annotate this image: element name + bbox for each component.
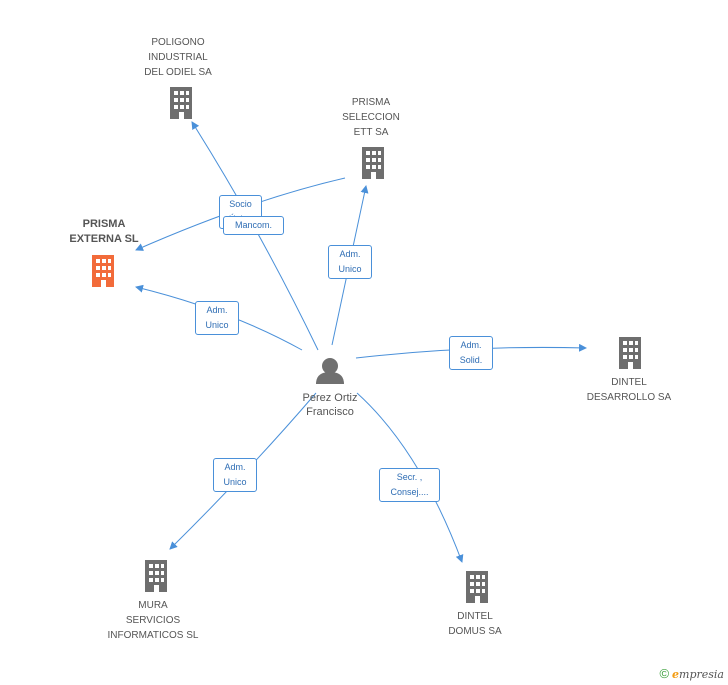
node-label-dintel-desarrollo[interactable]: DINTEL DESARROLLO SA xyxy=(586,377,672,403)
building-icon-mura[interactable] xyxy=(145,560,167,592)
edge-label-secr-consej: Secr. , Consej.... xyxy=(379,468,440,502)
edge-label-adm-solid: Adm. Solid. xyxy=(449,336,493,370)
edge-label-adm-unico-seleccion: Adm. Unico xyxy=(328,245,372,279)
building-icon-prisma-externa[interactable] xyxy=(92,255,114,287)
footer-brand[interactable]: ©empresia xyxy=(659,666,724,681)
node-label-prisma-seleccion[interactable]: PRISMA SELECCION ETT SA xyxy=(342,97,400,138)
node-label-person[interactable]: Perez Ortiz Francisco xyxy=(302,392,358,418)
building-icon-poligono[interactable] xyxy=(170,87,192,119)
edge-label-mancom: Mancom. xyxy=(223,216,284,235)
node-label-dintel-domus[interactable]: DINTEL DOMUS SA xyxy=(448,611,502,637)
building-icon-dintel-domus[interactable] xyxy=(466,571,488,603)
edge-to-dintel-domus xyxy=(356,392,464,563)
person-icon[interactable] xyxy=(316,358,344,384)
copyright-icon: © xyxy=(659,666,670,681)
node-label-mura[interactable]: MURA SERVICIOS INFORMATICOS SL xyxy=(107,600,199,641)
node-label-prisma-externa[interactable]: PRISMA EXTERNA SL xyxy=(69,218,139,245)
edge-label-adm-unico-mura: Adm. Unico xyxy=(213,458,257,492)
brand-logo-text: mpresia xyxy=(679,668,724,681)
building-icon-dintel-desarrollo[interactable] xyxy=(619,337,641,369)
building-icon-prisma-seleccion[interactable] xyxy=(362,147,384,179)
brand-logo-initial: e xyxy=(672,668,680,681)
edge-label-adm-unico-externa: Adm. Unico xyxy=(195,301,239,335)
node-label-poligono[interactable]: POLIGONO INDUSTRIAL DEL ODIEL SA xyxy=(144,37,212,78)
